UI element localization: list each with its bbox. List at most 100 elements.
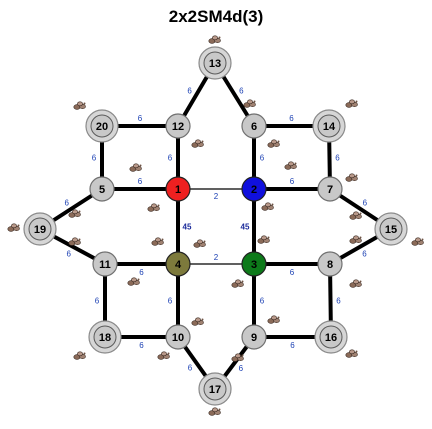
node-13: 13 bbox=[198, 46, 232, 80]
rock-pile-icon bbox=[231, 353, 244, 362]
node-4: 4 bbox=[165, 251, 191, 277]
node-6: 6 bbox=[241, 113, 267, 139]
rock-pile-icon bbox=[7, 223, 20, 232]
node-19: 19 bbox=[23, 212, 57, 246]
rock-pile-icon bbox=[345, 173, 358, 182]
node-5: 5 bbox=[89, 176, 115, 202]
edge-label-1-2: 2 bbox=[214, 192, 219, 201]
edge-label-1-12: 6 bbox=[168, 154, 173, 163]
rock-pile-icon bbox=[147, 203, 160, 212]
edge-label-2-3: 45 bbox=[241, 223, 250, 232]
node-label: 7 bbox=[327, 184, 333, 196]
rock-pile-icon bbox=[193, 239, 206, 248]
rock-pile-icon bbox=[191, 317, 204, 326]
rock-pile-icon bbox=[127, 277, 140, 286]
node-label: 19 bbox=[34, 224, 46, 236]
rock-pile-icon bbox=[257, 235, 270, 244]
rock-pile-icon bbox=[73, 351, 86, 360]
edge-label-7-15: 6 bbox=[363, 198, 368, 207]
edge-label-4-10: 6 bbox=[168, 297, 173, 306]
rock-decorations bbox=[7, 35, 424, 416]
node-label: 14 bbox=[323, 121, 336, 133]
node-label: 2 bbox=[251, 184, 257, 196]
rock-pile-icon bbox=[129, 163, 142, 172]
edge-label-17-10: 6 bbox=[188, 364, 193, 373]
node-label: 3 bbox=[251, 259, 257, 271]
rock-pile-icon bbox=[261, 202, 274, 211]
rock-pile-icon bbox=[68, 237, 81, 246]
rock-pile-icon bbox=[208, 407, 221, 416]
node-7: 7 bbox=[317, 176, 343, 202]
node-15: 15 bbox=[374, 212, 408, 246]
edge-label-13-6: 6 bbox=[239, 86, 244, 95]
rock-pile-icon bbox=[267, 315, 280, 324]
node-14: 14 bbox=[312, 109, 346, 143]
node-3: 3 bbox=[241, 251, 267, 277]
node-label: 12 bbox=[172, 121, 184, 133]
node-label: 9 bbox=[251, 332, 257, 344]
rock-pile-icon bbox=[349, 279, 362, 288]
rock-pile-icon bbox=[243, 99, 256, 108]
node-label: 18 bbox=[99, 332, 111, 344]
edge-label-12-20: 6 bbox=[138, 114, 143, 123]
edge-label-3-8: 6 bbox=[290, 268, 295, 277]
edge-label-9-17: 6 bbox=[239, 364, 244, 373]
node-label: 10 bbox=[172, 332, 184, 344]
rock-pile-icon bbox=[411, 237, 424, 246]
edge-label-14-7: 6 bbox=[335, 153, 340, 162]
rock-pile-icon bbox=[345, 349, 358, 358]
rock-pile-icon bbox=[208, 35, 221, 44]
rock-pile-icon bbox=[191, 139, 204, 148]
node-20: 20 bbox=[85, 109, 119, 143]
rock-pile-icon bbox=[349, 211, 362, 220]
node-label: 15 bbox=[385, 224, 397, 236]
node-10: 10 bbox=[165, 324, 191, 350]
rock-pile-icon bbox=[151, 237, 164, 246]
edge-label-2-6: 6 bbox=[260, 154, 265, 163]
edge-label-6-14: 6 bbox=[289, 114, 294, 123]
rock-pile-icon bbox=[267, 139, 280, 148]
edge-label-18-11: 6 bbox=[95, 297, 100, 306]
node-2: 2 bbox=[241, 176, 267, 202]
rock-pile-icon bbox=[157, 351, 170, 360]
node-label: 13 bbox=[209, 58, 221, 70]
edge-label-19-5: 6 bbox=[64, 198, 69, 207]
edge-label-3-9: 6 bbox=[260, 297, 265, 306]
node-11: 11 bbox=[92, 251, 118, 277]
edge-label-1-5: 6 bbox=[138, 177, 143, 186]
edge-label-15-8: 6 bbox=[362, 249, 367, 258]
rock-pile-icon bbox=[68, 209, 81, 218]
node-label: 16 bbox=[325, 332, 337, 344]
node-1: 1 bbox=[165, 176, 191, 202]
diagram-title: 2x2SM4d(3) bbox=[169, 7, 263, 26]
rock-pile-icon bbox=[349, 235, 362, 244]
edge-label-10-18: 6 bbox=[139, 341, 144, 350]
rock-pile-icon bbox=[231, 279, 244, 288]
edge-label-11-19: 6 bbox=[66, 250, 71, 259]
node-18: 18 bbox=[88, 320, 122, 354]
edge-label-12-13: 6 bbox=[187, 86, 192, 95]
edge-label-16-9: 6 bbox=[290, 341, 295, 350]
node-label: 5 bbox=[99, 184, 105, 196]
rock-pile-icon bbox=[284, 161, 297, 170]
node-label: 11 bbox=[99, 259, 111, 271]
node-16: 16 bbox=[314, 320, 348, 354]
node-8: 8 bbox=[317, 251, 343, 277]
rock-pile-icon bbox=[345, 99, 358, 108]
node-label: 20 bbox=[96, 121, 108, 133]
node-17: 17 bbox=[198, 372, 232, 406]
node-label: 1 bbox=[175, 184, 181, 196]
edge-label-8-16: 6 bbox=[336, 296, 341, 305]
edge-label-1-4: 45 bbox=[183, 223, 192, 232]
edge-label-4-11: 6 bbox=[139, 268, 144, 277]
node-label: 8 bbox=[327, 259, 333, 271]
node-9: 9 bbox=[241, 324, 267, 350]
edge-label-4-3: 2 bbox=[214, 253, 219, 262]
edge-label-20-5: 6 bbox=[92, 154, 97, 163]
node-label: 17 bbox=[209, 384, 221, 396]
node-label: 6 bbox=[251, 121, 257, 133]
rock-pile-icon bbox=[73, 101, 86, 110]
